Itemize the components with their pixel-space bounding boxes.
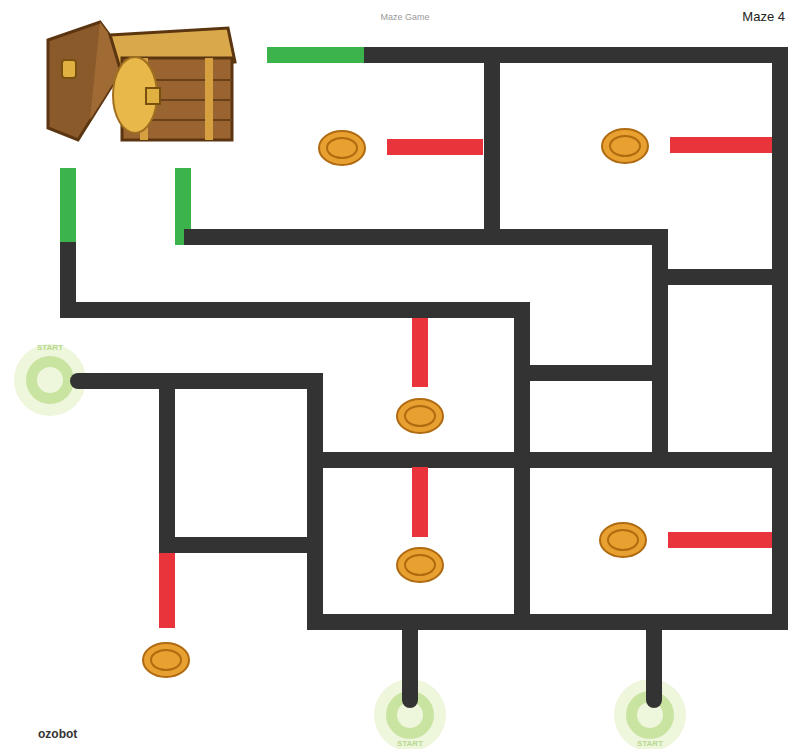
start-icons: [14, 344, 686, 749]
maze-number: Maze 4: [742, 9, 785, 24]
start-line-ends: [78, 381, 654, 700]
start-marker: START: [637, 739, 663, 748]
maze-lines: [68, 55, 780, 700]
start-marker: START: [37, 343, 63, 352]
start-marker: START: [397, 739, 423, 748]
goal-gates: [68, 55, 372, 245]
page-title: Maze Game: [380, 12, 429, 22]
coins: [143, 129, 648, 677]
red-barriers: [167, 145, 772, 628]
treasure-chest: [48, 22, 235, 140]
brand-logo: ozobot: [38, 727, 77, 741]
